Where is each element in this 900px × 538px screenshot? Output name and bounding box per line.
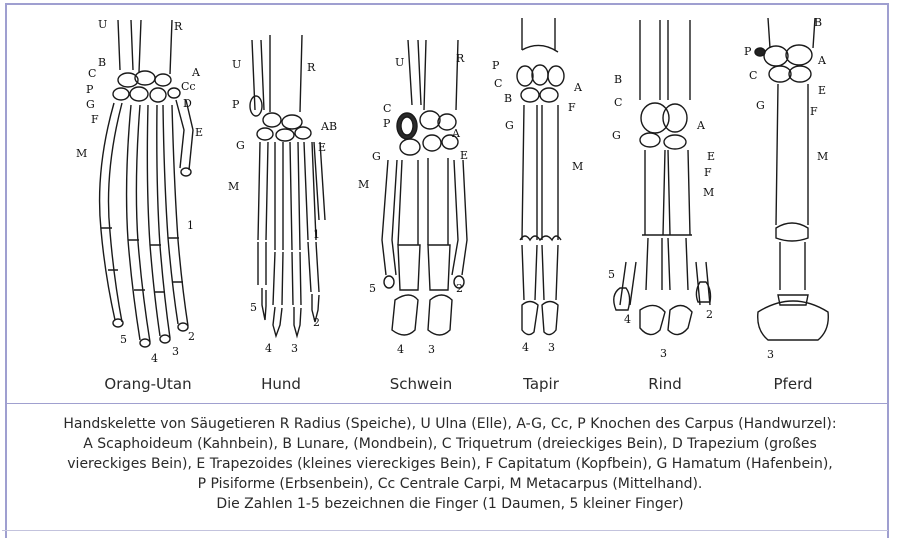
label-G: G bbox=[86, 98, 95, 111]
label-P: P bbox=[232, 98, 240, 111]
label-E: E bbox=[707, 150, 715, 163]
label-R: R bbox=[456, 52, 465, 65]
label-E: E bbox=[460, 149, 468, 162]
label-4: 4 bbox=[151, 352, 158, 365]
tapir-skeleton bbox=[517, 18, 564, 335]
label-C: C bbox=[383, 102, 391, 115]
skeleton-illustration: U R B C A Cc P G D F E M 1 5 4 3 2 U R P… bbox=[0, 0, 900, 405]
label-U: U bbox=[395, 56, 404, 69]
label-4: 4 bbox=[522, 341, 529, 354]
label-F: F bbox=[810, 105, 818, 118]
label-M: M bbox=[703, 186, 714, 199]
label-U: U bbox=[232, 58, 241, 71]
label-B: B bbox=[814, 16, 822, 29]
label-5: 5 bbox=[250, 301, 257, 314]
label-B: B bbox=[614, 73, 622, 86]
label-A: A bbox=[451, 127, 461, 140]
label-G: G bbox=[612, 129, 621, 142]
animal-name-orang-utan: Orang-Utan bbox=[104, 375, 191, 393]
label-G: G bbox=[236, 139, 245, 152]
label-1: 1 bbox=[187, 219, 194, 232]
label-G: G bbox=[372, 150, 381, 163]
label-R: R bbox=[174, 20, 183, 33]
orang-utan-skeleton bbox=[100, 20, 193, 347]
label-B: B bbox=[504, 92, 512, 105]
label-D: D bbox=[183, 97, 192, 110]
rind-skeleton bbox=[614, 20, 711, 335]
label-C: C bbox=[88, 67, 96, 80]
label-AB: AB bbox=[320, 120, 337, 133]
label-M: M bbox=[228, 180, 239, 193]
label-M: M bbox=[358, 178, 369, 191]
caption-line: viereckiges Bein), E Trapezoides (kleine… bbox=[12, 454, 888, 474]
label-5: 5 bbox=[608, 268, 615, 281]
label-R: R bbox=[307, 61, 316, 74]
label-M: M bbox=[817, 150, 828, 163]
label-5: 5 bbox=[120, 333, 127, 346]
label-F: F bbox=[91, 113, 99, 126]
caption-divider bbox=[7, 403, 887, 404]
label-F: F bbox=[568, 101, 576, 114]
label-2: 2 bbox=[188, 330, 195, 343]
label-A: A bbox=[573, 81, 583, 94]
schwein-skeleton bbox=[382, 40, 467, 335]
label-4: 4 bbox=[397, 343, 404, 356]
hund-skeleton bbox=[250, 35, 325, 336]
label-5: 5 bbox=[369, 282, 376, 295]
label-P: P bbox=[86, 83, 94, 96]
label-A: A bbox=[191, 66, 201, 79]
label-A: A bbox=[696, 119, 706, 132]
label-C: C bbox=[749, 69, 757, 82]
label-G: G bbox=[756, 99, 765, 112]
label-E: E bbox=[318, 141, 326, 154]
label-Cc: Cc bbox=[181, 80, 196, 93]
label-3: 3 bbox=[291, 342, 298, 355]
label-1: 1 bbox=[313, 228, 320, 241]
bottom-border bbox=[2, 530, 888, 531]
animal-name-schwein: Schwein bbox=[390, 375, 452, 393]
label-C: C bbox=[494, 77, 502, 90]
label-3: 3 bbox=[660, 347, 667, 360]
label-M: M bbox=[76, 147, 87, 160]
label-C: C bbox=[614, 96, 622, 109]
label-M: M bbox=[572, 160, 583, 173]
figure-caption: Handskelette von Säugetieren R Radius (S… bbox=[12, 414, 888, 514]
label-U: U bbox=[98, 18, 107, 31]
animal-name-hund: Hund bbox=[261, 375, 301, 393]
label-A: A bbox=[817, 54, 827, 67]
label-4: 4 bbox=[624, 313, 631, 326]
label-3: 3 bbox=[548, 341, 555, 354]
label-E: E bbox=[818, 84, 826, 97]
label-2: 2 bbox=[456, 282, 463, 295]
label-B: B bbox=[98, 56, 106, 69]
animal-name-rind: Rind bbox=[648, 375, 682, 393]
label-P: P bbox=[744, 45, 752, 58]
label-P: P bbox=[492, 59, 500, 72]
caption-line: A Scaphoideum (Kahnbein), B Lunare, (Mon… bbox=[12, 434, 888, 454]
label-P: P bbox=[383, 117, 391, 130]
animal-name-pferd: Pferd bbox=[774, 375, 813, 393]
label-G: G bbox=[505, 119, 514, 132]
label-4: 4 bbox=[265, 342, 272, 355]
caption-line: Handskelette von Säugetieren R Radius (S… bbox=[12, 414, 888, 434]
caption-line: Die Zahlen 1-5 bezeichnen die Finger (1 … bbox=[12, 494, 888, 514]
label-2: 2 bbox=[706, 308, 713, 321]
label-3: 3 bbox=[172, 345, 179, 358]
label-E: E bbox=[195, 126, 203, 139]
caption-line: P Pisiforme (Erbsenbein), Cc Centrale Ca… bbox=[12, 474, 888, 494]
label-F: F bbox=[704, 166, 712, 179]
label-2: 2 bbox=[313, 316, 320, 329]
animal-name-tapir: Tapir bbox=[523, 375, 559, 393]
label-3: 3 bbox=[767, 348, 774, 361]
label-3: 3 bbox=[428, 343, 435, 356]
